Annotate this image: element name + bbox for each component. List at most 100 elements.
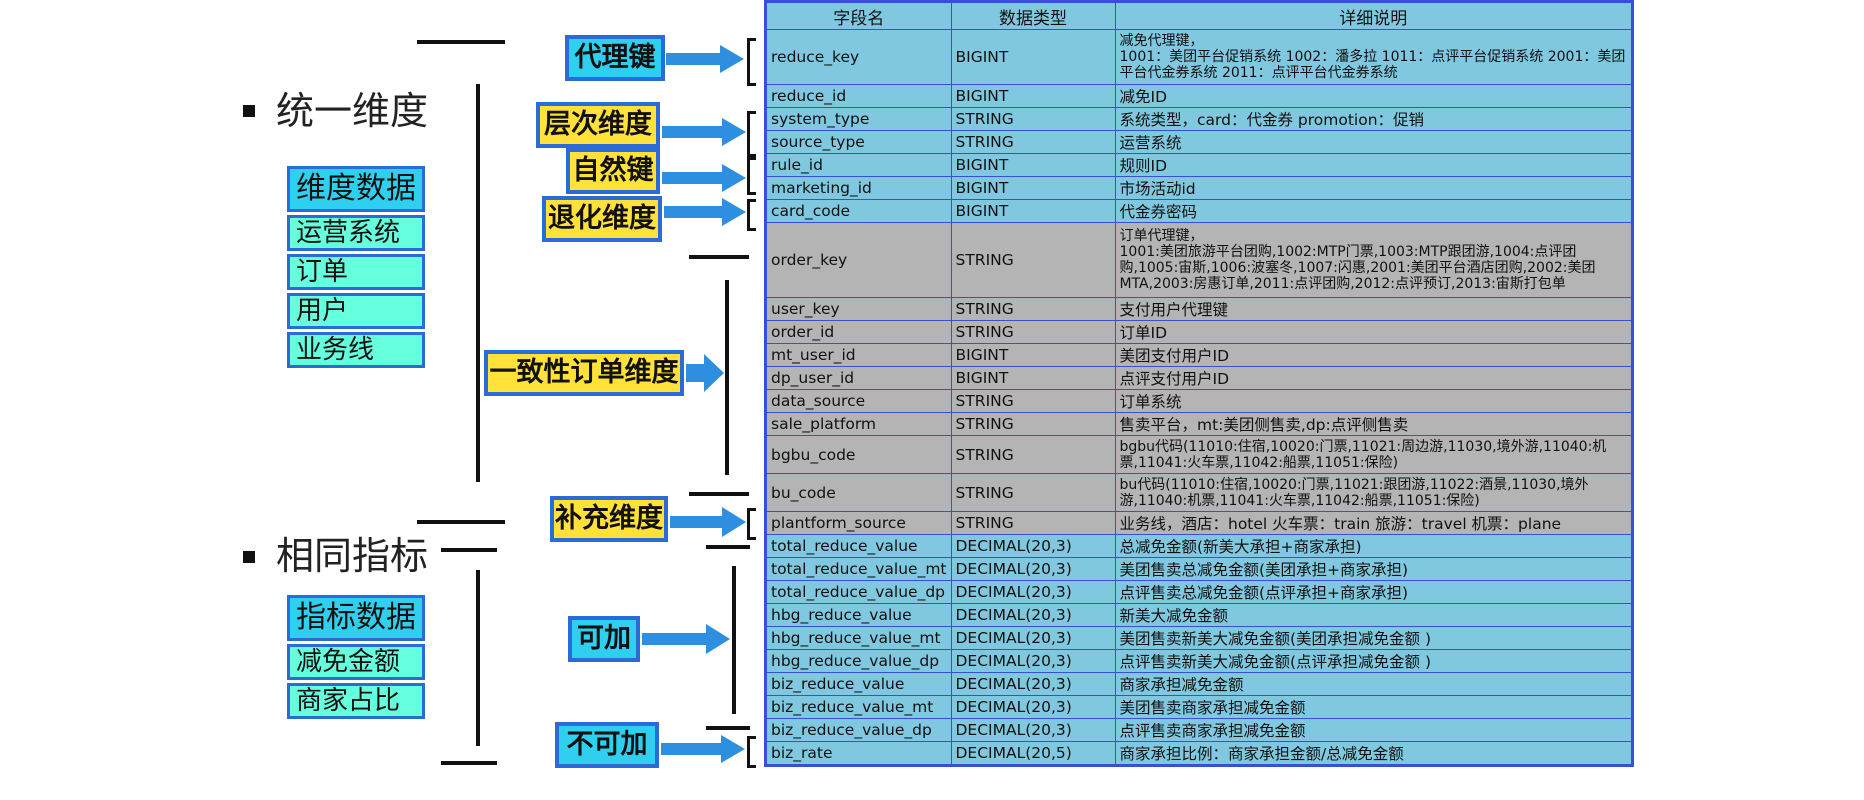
tag-supplement-dim: 补充维度 [550, 496, 668, 542]
brace-top [417, 40, 505, 44]
cell-field-name: biz_rate [765, 741, 952, 766]
cell-field-name: data_source [765, 389, 952, 413]
cell-description: 代金券密码 [1114, 199, 1633, 223]
cell-data-type: STRING [950, 389, 1116, 413]
metric-item: 减免金额 [287, 644, 425, 680]
cell-description: 总减免金额(新美大承担+商家承担) [1114, 534, 1633, 558]
cell-data-type: STRING [950, 511, 1116, 535]
cell-field-name: sale_platform [765, 412, 952, 436]
brace-metrics-mid [441, 548, 497, 552]
bullet-same-metrics [243, 551, 255, 563]
tag-natural-key: 自然键 [566, 148, 660, 194]
tag-hierarchy-dim: 层次维度 [536, 102, 660, 148]
cell-field-name: system_type [765, 107, 952, 131]
additive-brace-bottom [706, 726, 750, 730]
cell-field-name: rule_id [765, 153, 952, 177]
cell-data-type: DECIMAL(20,3) [950, 557, 1116, 581]
cell-data-type: BIGINT [950, 29, 1116, 85]
cell-description: 点评售卖新美大减免金额(点评承担减免金额 ) [1114, 649, 1633, 673]
arrow-non-additive [661, 735, 745, 763]
cell-field-name: source_type [765, 130, 952, 154]
cell-description: 运营系统 [1114, 130, 1633, 154]
cell-field-name: hbg_reduce_value_mt [765, 626, 952, 650]
cell-description: 美团售卖商家承担减免金额 [1114, 695, 1633, 719]
metric-data-stack: 指标数据 减免金额 商家占比 [287, 595, 425, 719]
bullet-unified-dimension [243, 105, 255, 117]
cell-field-name: marketing_id [765, 176, 952, 200]
unified-dimension-title: 统一维度 [276, 89, 429, 133]
cell-description: 系统类型，card：代金券 promotion：促销 [1114, 107, 1633, 131]
metric-item: 商家占比 [287, 683, 425, 719]
cell-description: bgbu代码(11010:住宿,10020:门票,11021:周边游,11030… [1114, 435, 1633, 474]
cell-data-type: DECIMAL(20,3) [950, 672, 1116, 696]
tag-non-additive: 不可加 [555, 722, 659, 768]
cell-data-type: STRING [950, 435, 1116, 474]
metric-data-header: 指标数据 [287, 595, 425, 641]
cell-data-type: DECIMAL(20,5) [950, 741, 1116, 766]
cell-field-name: dp_user_id [765, 366, 952, 390]
cell-data-type: DECIMAL(20,3) [950, 649, 1116, 673]
brace-metrics-bottom [441, 761, 497, 765]
dimension-data-stack: 维度数据 运营系统 订单 用户 业务线 [287, 166, 425, 368]
dimension-item: 运营系统 [287, 215, 425, 251]
arrow-proxy-key [666, 45, 744, 73]
cell-field-name: user_key [765, 297, 952, 321]
cell-description: 商家承担减免金额 [1114, 672, 1633, 696]
cell-description: 订单代理键， 1001:美团旅游平台团购,1002:MTP门票,1003:MTP… [1114, 222, 1633, 298]
dimension-item: 业务线 [287, 332, 425, 368]
cell-description: 商家承担比例：商家承担金额/总减免金额 [1114, 741, 1633, 766]
arrow-supplement-dim [670, 507, 746, 537]
order-brace-vertical [725, 280, 729, 475]
cell-field-name: order_key [765, 222, 952, 298]
cell-description: 美团售卖总减免金额(美团承担+商家承担) [1114, 557, 1633, 581]
col-header-description: 详细说明 [1114, 1, 1633, 30]
cell-data-type: STRING [950, 412, 1116, 436]
cell-description: 业务线，酒店：hotel 火车票：train 旅游：travel 机票：plan… [1114, 511, 1633, 535]
cell-description: 美团支付用户ID [1114, 343, 1633, 367]
cell-description: 点评售卖商家承担减免金额 [1114, 718, 1633, 742]
cell-data-type: BIGINT [950, 366, 1116, 390]
cell-field-name: total_reduce_value_dp [765, 580, 952, 604]
cell-field-name: hbg_reduce_value_dp [765, 649, 952, 673]
cell-description: 规则ID [1114, 153, 1633, 177]
cell-data-type: STRING [950, 130, 1116, 154]
cell-field-name: biz_reduce_value_dp [765, 718, 952, 742]
tag-conformed-order-dim: 一致性订单维度 [484, 350, 684, 396]
cell-field-name: plantform_source [765, 511, 952, 535]
tag-degenerate-dim: 退化维度 [542, 196, 662, 242]
cell-description: 减免ID [1114, 84, 1633, 108]
cell-field-name: card_code [765, 199, 952, 223]
cell-description: 市场活动id [1114, 176, 1633, 200]
bracket-supplement-dim [747, 508, 756, 540]
cell-data-type: DECIMAL(20,3) [950, 626, 1116, 650]
dimension-item: 用户 [287, 293, 425, 329]
cell-field-name: biz_reduce_value [765, 672, 952, 696]
brace-dimension-vertical [476, 84, 480, 482]
tag-proxy-key: 代理键 [565, 35, 665, 81]
cell-data-type: STRING [950, 320, 1116, 344]
arrow-hierarchy-dim [662, 118, 746, 146]
cell-data-type: DECIMAL(20,3) [950, 580, 1116, 604]
cell-data-type: DECIMAL(20,3) [950, 695, 1116, 719]
arrow-conformed-order-dim [686, 354, 724, 392]
cell-description: 点评售卖总减免金额(点评承担+商家承担) [1114, 580, 1633, 604]
